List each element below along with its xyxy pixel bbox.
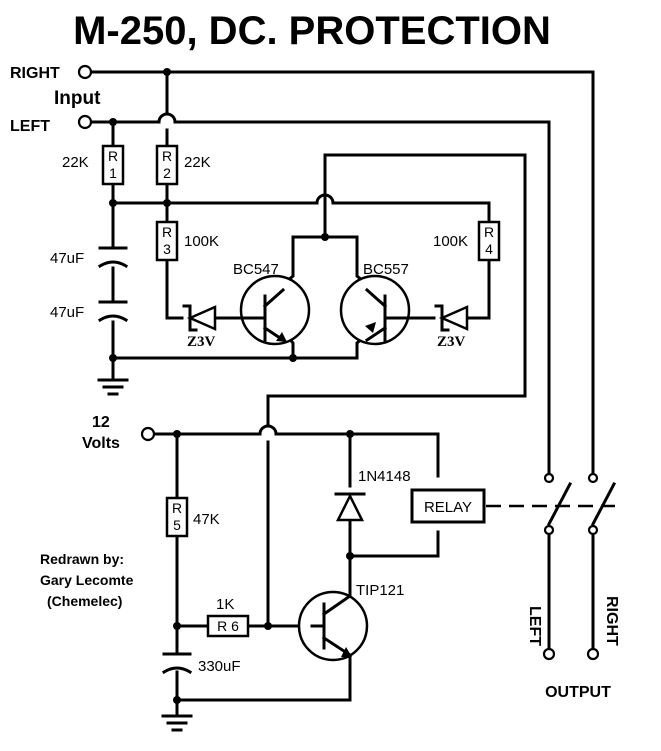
output-label: OUTPUT — [545, 684, 611, 701]
relay-label: RELAY — [424, 499, 472, 516]
svg-text:4: 4 — [485, 241, 493, 257]
zener-diode-z1 — [182, 304, 217, 332]
r6-value: 1K — [216, 596, 234, 613]
svg-text:3: 3 — [163, 241, 171, 257]
relay-switch-left — [546, 481, 573, 527]
r3-value: 100K — [184, 233, 219, 250]
resistor-r4: R 4 — [477, 220, 501, 262]
credit-line-3: (Chemelec) — [47, 593, 122, 609]
resistor-r1: R 1 — [101, 144, 125, 186]
supply-terminal — [140, 426, 156, 442]
z2-label: Z3V — [437, 334, 466, 350]
right-output-label: RIGHT — [603, 596, 620, 646]
right-input-label: RIGHT — [10, 65, 60, 82]
svg-text:5: 5 — [173, 517, 181, 533]
svg-text:R: R — [108, 148, 118, 164]
capacitor-c2 — [97, 300, 129, 323]
terminals — [77, 64, 600, 661]
c2-value: 47uF — [50, 304, 84, 321]
supply-volts-label: Volts — [82, 435, 120, 452]
r2-value: 22K — [184, 154, 211, 171]
left-output-terminal — [542, 647, 556, 661]
r4-value: 100K — [433, 233, 468, 250]
svg-text:R: R — [162, 148, 172, 164]
diagram-title: M-250, DC. PROTECTION — [73, 9, 551, 53]
bc547-label: BC547 — [233, 261, 279, 278]
right-input-terminal — [77, 64, 93, 80]
credit-line-1: Redrawn by: — [40, 551, 124, 567]
transistor-tip121 — [297, 586, 369, 667]
zener-diode-z2 — [434, 304, 469, 332]
c1-value: 47uF — [50, 250, 84, 267]
r1-value: 22K — [62, 154, 89, 171]
input-label: Input — [54, 88, 101, 109]
right-output-terminal — [586, 647, 600, 661]
resistor-r2: R 2 — [155, 144, 179, 186]
ground-symbol-bottom — [161, 714, 193, 732]
capacitor-c1 — [97, 246, 129, 269]
left-input-label: LEFT — [10, 118, 50, 135]
resistor-r5: R 5 — [165, 496, 189, 538]
credit-line-2: Gary Lecomte — [40, 572, 134, 588]
svg-text:R: R — [484, 224, 494, 240]
svg-text:R 6: R 6 — [217, 618, 239, 634]
r5-value: 47K — [193, 511, 220, 528]
transistor-bc557 — [339, 274, 411, 346]
tip121-label: TIP121 — [356, 582, 404, 599]
resistor-r6: R 6 — [206, 614, 250, 638]
c3-value: 330uF — [198, 658, 241, 675]
left-input-terminal — [77, 114, 93, 130]
bc557-label: BC557 — [363, 261, 409, 278]
transistor-bc547 — [239, 274, 311, 346]
diode-1n4148 — [334, 492, 366, 522]
resistor-r3: R 3 — [155, 220, 179, 262]
left-output-label: LEFT — [526, 606, 543, 646]
svg-text:R: R — [172, 500, 182, 516]
svg-text:R: R — [162, 224, 172, 240]
ground-symbol-top — [97, 378, 129, 396]
capacitor-c3 — [161, 652, 193, 675]
supply-voltage-label: 12 — [92, 414, 110, 431]
svg-text:1: 1 — [109, 165, 117, 181]
d1-label: 1N4148 — [358, 468, 411, 485]
relay-coil: RELAY — [410, 488, 486, 524]
svg-text:2: 2 — [163, 165, 171, 181]
relay-switch-right — [590, 481, 617, 527]
junction-dots — [109, 68, 354, 704]
z1-label: Z3V — [187, 334, 216, 350]
